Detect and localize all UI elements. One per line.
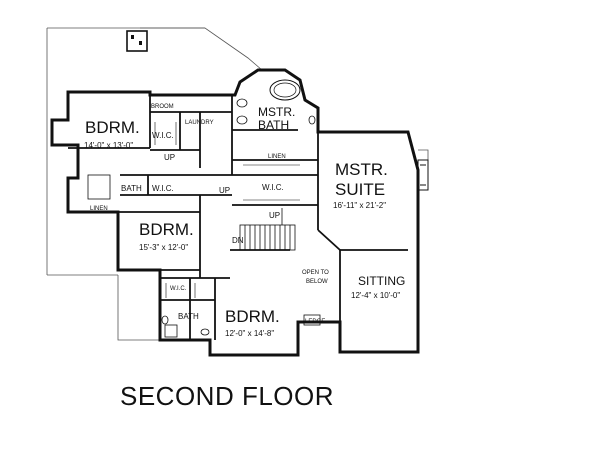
label-bath-sw: BATH [178,312,199,321]
label-up-1: UP [164,153,175,162]
open-below-line2: BELOW [306,279,328,285]
label-linen-master: LINEN [268,154,286,160]
label-wic-master: W.I.C. [262,183,284,192]
room-name-mstr-bath-2: BATH [258,118,289,132]
label-wic-sw: W.I.C. [170,286,187,292]
room-dims-bdrm-w: 15'-3" x 12'-0" [139,243,188,252]
bath-fixtures [87,98,316,338]
ledge-box [303,314,321,326]
room-name-bdrm-nw: BDRM. [85,118,140,137]
room-dims-bdrm-nw: 14'-0" x 13'-0" [84,141,133,150]
roof-outline [46,27,429,341]
label-dn: DN [232,236,244,245]
room-dims-sitting: 12'-4" x 10'-0" [351,291,400,300]
label-broom: BROOM [151,104,174,110]
bathtub [269,79,301,101]
label-wic-nw: W.I.C. [152,131,174,140]
chimney [126,30,148,52]
room-dims-bdrm-s: 12'-0" x 14'-8" [225,329,274,338]
room-name-mstr-bath-1: MSTR. [258,105,295,119]
exterior-walls [50,68,420,357]
room-name-bdrm-s: BDRM. [225,307,280,326]
open-below-line1: OPEN TO [302,270,329,276]
staircase [239,208,296,251]
room-name-mstr-suite-1: MSTR. [335,160,388,179]
room-name-mstr-suite-2: SUITE [335,180,385,199]
label-ledge: LEDGE [305,319,325,325]
room-name-bdrm-w: BDRM. [139,220,194,239]
label-laundry: LAUNDRY [185,120,214,126]
label-up-2: UP [219,186,230,195]
window-bay [417,159,429,191]
label-linen-w: LINEN [90,206,108,212]
plan-caption: SECOND FLOOR [120,381,334,411]
label-wic-mid: W.I.C. [152,184,174,193]
room-name-sitting: SITTING [358,274,405,288]
closet-shelves [154,122,300,298]
label-bath-w: BATH [121,184,142,193]
label-up-3: UP [269,211,280,220]
room-dims-mstr-suite: 16'-11" x 21'-2" [333,201,386,210]
